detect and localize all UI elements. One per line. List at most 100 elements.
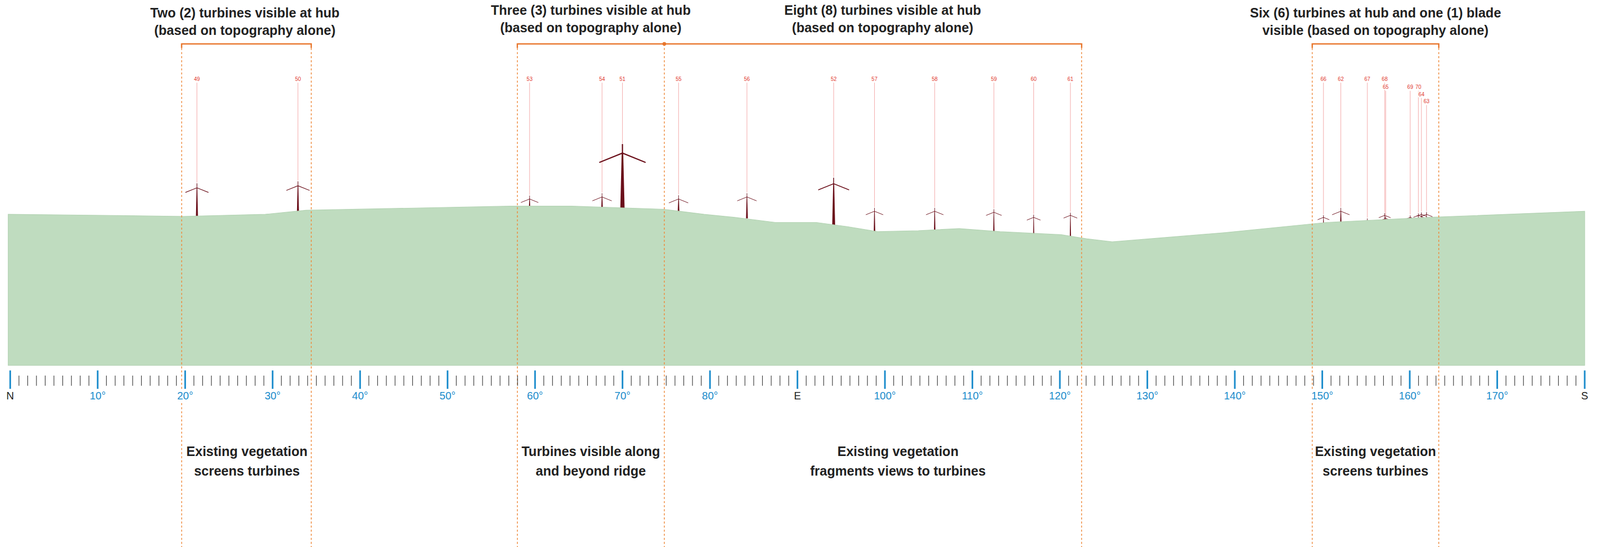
- turbine-leader: [1384, 82, 1385, 212]
- turbine-blade: [1323, 217, 1330, 220]
- turbine-blade: [286, 185, 298, 191]
- turbine-blade: [1064, 215, 1071, 218]
- minor-tick: [324, 375, 326, 386]
- turbine-blade: [1340, 207, 1341, 211]
- minor-tick: [237, 375, 238, 386]
- range-brackets: [181, 41, 1439, 48]
- divider-line: [1438, 43, 1440, 547]
- turbine-blade: [874, 207, 875, 211]
- minor-tick: [377, 375, 378, 386]
- turbine-leader: [934, 82, 936, 207]
- minor-tick: [62, 375, 63, 386]
- minor-tick: [394, 375, 396, 386]
- bearing-label: 10°: [88, 389, 107, 402]
- minor-tick: [1374, 375, 1375, 386]
- minor-tick: [525, 375, 527, 386]
- minor-tick: [254, 375, 256, 386]
- turbine-leader: [1323, 82, 1324, 215]
- minor-tick: [683, 375, 684, 386]
- minor-tick: [1181, 375, 1183, 386]
- minor-tick: [1400, 375, 1402, 386]
- turbine-number: 65: [1382, 84, 1390, 90]
- minor-tick: [1190, 375, 1192, 386]
- minor-tick: [1356, 375, 1358, 386]
- minor-tick: [79, 375, 81, 386]
- turbine-leader: [1070, 82, 1071, 212]
- minor-tick: [456, 375, 457, 386]
- major-tick: [1583, 370, 1586, 389]
- minor-tick: [1330, 375, 1332, 386]
- turbine-leader: [622, 82, 623, 144]
- turbine-blade: [1033, 214, 1034, 218]
- minor-tick: [368, 375, 369, 386]
- turbine-blade: [1384, 213, 1385, 216]
- turbine-blade: [1418, 215, 1423, 218]
- minor-tick: [578, 375, 579, 386]
- turbine-number: 67: [1363, 76, 1371, 82]
- bearing-label: 160°: [1397, 389, 1422, 402]
- minor-tick: [1041, 375, 1043, 386]
- minor-tick: [499, 375, 501, 386]
- turbine-leader: [678, 82, 679, 194]
- bracket-joint: [662, 41, 667, 46]
- turbine-number: 53: [525, 76, 533, 82]
- turbine-tower: [1069, 215, 1071, 239]
- range-bracket: [517, 43, 1082, 49]
- divider-line: [181, 43, 183, 547]
- minor-tick: [167, 375, 169, 386]
- turbine-tower: [620, 152, 625, 211]
- minor-tick: [1487, 375, 1489, 386]
- minor-tick: [648, 375, 650, 386]
- minor-tick: [1531, 375, 1533, 386]
- minor-tick: [1435, 375, 1437, 386]
- minor-tick: [1260, 375, 1262, 386]
- minor-tick: [919, 375, 921, 386]
- minor-tick: [44, 375, 46, 386]
- range-heading: Three (3) turbines visible at hub (based…: [491, 1, 691, 37]
- turbine-blade: [621, 144, 623, 153]
- minor-tick: [735, 375, 737, 386]
- minor-tick: [1138, 375, 1139, 386]
- minor-tick: [875, 375, 877, 386]
- turbine-blade: [746, 193, 748, 198]
- turbine-blade: [993, 211, 1002, 216]
- minor-tick: [1566, 375, 1568, 386]
- major-tick: [1146, 370, 1149, 389]
- minor-tick: [674, 375, 675, 386]
- turbine-blade: [599, 152, 623, 162]
- minor-tick: [114, 375, 116, 386]
- major-tick: [446, 370, 449, 389]
- major-tick: [1059, 370, 1061, 389]
- minor-tick: [438, 375, 440, 386]
- turbine-blade: [1420, 214, 1427, 217]
- minor-tick: [1444, 375, 1446, 386]
- turbine-number: 52: [830, 76, 838, 82]
- major-tick: [534, 370, 536, 389]
- turbine-blade: [833, 177, 835, 184]
- turbine-number: 49: [193, 76, 201, 82]
- turbine-blade: [1409, 215, 1411, 218]
- minor-tick: [1549, 375, 1550, 386]
- turbine-number: 61: [1067, 76, 1075, 82]
- turbine-number: 54: [598, 76, 606, 82]
- divider-line: [516, 43, 519, 547]
- minor-tick: [150, 375, 151, 386]
- turbine-blade: [529, 198, 539, 203]
- turbine-number: 50: [294, 76, 302, 82]
- major-tick: [1496, 370, 1498, 389]
- turbine-blade: [1027, 217, 1034, 220]
- turbine-number: 70: [1414, 84, 1422, 90]
- minor-tick: [1269, 375, 1271, 386]
- turbine-leader: [196, 82, 198, 183]
- minor-tick: [788, 375, 790, 386]
- bearing-label: E: [792, 389, 802, 402]
- turbine-number: 55: [674, 76, 682, 82]
- turbine-blade: [298, 185, 310, 191]
- turbine-blade: [926, 210, 935, 215]
- minor-tick: [1391, 375, 1393, 386]
- turbine-blade: [678, 195, 679, 199]
- minor-tick: [910, 375, 912, 386]
- turbine-tower: [195, 187, 198, 220]
- major-tick: [9, 370, 12, 389]
- minor-tick: [1540, 375, 1542, 386]
